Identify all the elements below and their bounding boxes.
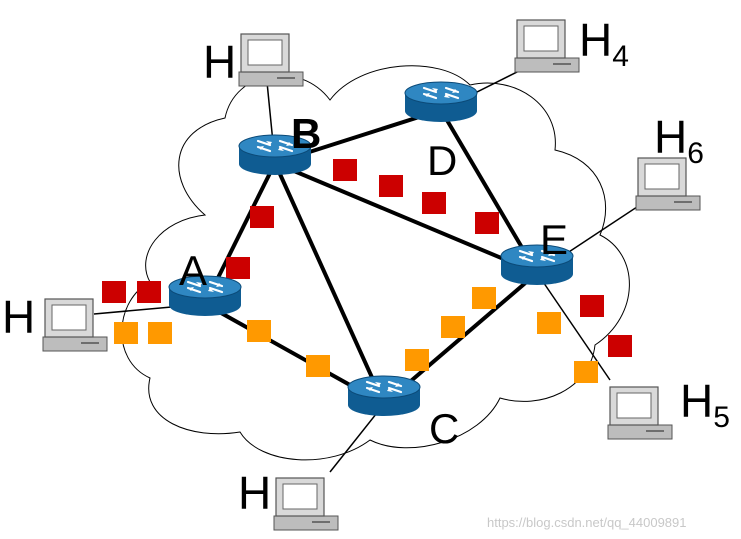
orange-packet-5: [405, 349, 429, 371]
host-label-h4: H4: [579, 14, 629, 73]
red-packet-6: [379, 175, 403, 197]
red-packet-5: [333, 159, 357, 181]
host-computer-icon-h4: [514, 19, 580, 73]
red-packet-3: [226, 257, 250, 279]
red-packet-1: [102, 281, 126, 303]
router-label-e: E: [540, 216, 568, 263]
host-label-h1: H: [203, 36, 236, 88]
orange-packet-2: [148, 322, 172, 344]
orange-packet-1: [114, 322, 138, 344]
host-label-h5: H5: [680, 375, 730, 434]
red-packet-8: [475, 212, 499, 234]
host-label-h3: H: [238, 467, 271, 519]
router-label-c: C: [429, 405, 459, 452]
host-computer-icon-h5: [607, 386, 673, 440]
orange-packet-7: [472, 287, 496, 309]
host-label-h2: H: [2, 291, 35, 343]
host-computer-icon-h2: [42, 298, 108, 352]
orange-packet-8: [537, 312, 561, 334]
router-label-b: B: [291, 110, 321, 157]
red-packet-7: [422, 192, 446, 214]
router-icon-d: [403, 80, 479, 124]
red-packet-9: [580, 295, 604, 317]
watermark: https://blog.csdn.net/qq_44009891: [487, 515, 687, 530]
red-packet-4: [250, 206, 274, 228]
router-label-a: A: [179, 247, 207, 294]
host-label-h6: H6: [654, 111, 704, 170]
orange-packet-9: [574, 361, 598, 383]
orange-packet-4: [306, 355, 330, 377]
host-computer-icon-h3: [273, 477, 339, 531]
router-icon-c: [346, 374, 422, 418]
packets-layer: [102, 159, 632, 383]
orange-packet-3: [247, 320, 271, 342]
link-b-c: [273, 162, 386, 405]
router-label-d: D: [427, 137, 457, 184]
host-computer-icon-h1: [238, 33, 304, 87]
orange-packet-6: [441, 316, 465, 338]
link-b-e: [274, 161, 538, 275]
red-packet-10: [608, 335, 632, 357]
red-packet-2: [137, 281, 161, 303]
